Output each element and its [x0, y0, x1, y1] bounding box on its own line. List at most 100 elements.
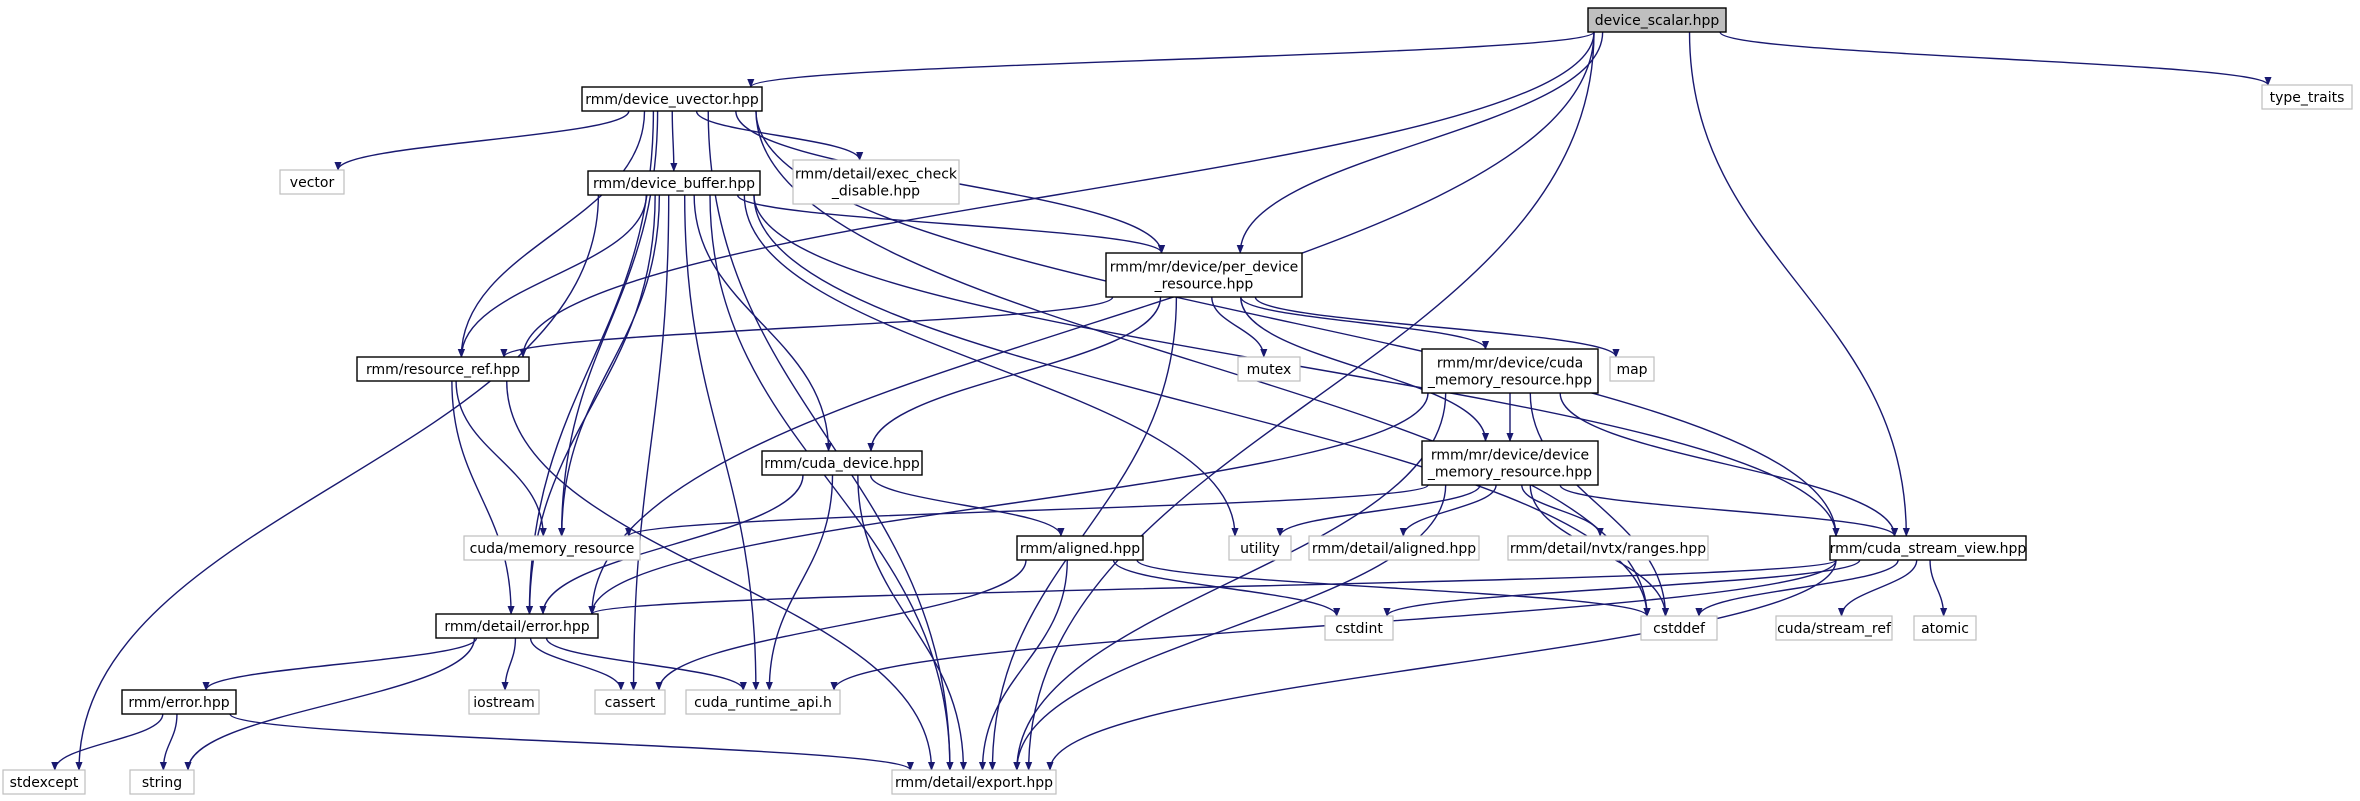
edge-cuda_stream_view-to-cstddef: [1695, 559, 1899, 617]
node-cuda-memory-resource-ext: cuda/memory_resource: [463, 535, 641, 561]
node-box: [685, 689, 841, 715]
edge-device_buffer-to-cuda_device: [693, 194, 833, 452]
node-cuda-runtime-api: cuda_runtime_api.h: [685, 689, 841, 715]
node-detail-export: rmm/detail/export.hpp: [891, 769, 1057, 795]
edge-rmm_error-to-string: [159, 713, 178, 771]
node-label: iostream: [473, 695, 535, 711]
node-label: rmm/detail/error.hpp: [444, 619, 589, 635]
node-cstddef: cstddef: [1640, 615, 1718, 641]
node-device-scalar: device_scalar.hpp: [1587, 7, 1727, 33]
node-label: string: [142, 775, 182, 791]
node-box: [1421, 348, 1599, 394]
edge-cuda_memory_resource-to-detail_error: [588, 392, 1429, 615]
node-label: rmm/mr/device/per_device: [1110, 260, 1299, 276]
node-label: rmm/cuda_device.hpp: [764, 456, 920, 472]
node-device-buffer[interactable]: rmm/device_buffer.hpp: [587, 170, 761, 196]
edge-per_device_resource-to-mutex: [1211, 296, 1268, 358]
node-iostream: iostream: [468, 689, 540, 715]
node-label: rmm/device_buffer.hpp: [593, 176, 755, 192]
node-box: [2, 769, 86, 795]
edge-rmm_error-to-detail_export: [229, 713, 914, 771]
edge-device_buffer-to-per_device_resource: [736, 194, 1166, 254]
node-detail-error[interactable]: rmm/detail/error.hpp: [435, 613, 599, 639]
node-box: [1016, 535, 1144, 561]
node-box: [463, 535, 641, 561]
edge-per_device_resource-to-resource_ref: [500, 296, 1114, 358]
edge-cuda_stream_view-to-detail_error: [588, 559, 1837, 615]
edge-cuda_device-to-detail_export: [857, 474, 968, 771]
node-box: [594, 689, 666, 715]
node-label: rmm/resource_ref.hpp: [366, 362, 520, 378]
node-resource-ref[interactable]: rmm/resource_ref.hpp: [356, 356, 530, 382]
node-label: map: [1616, 362, 1647, 378]
edge-per_device_resource-to-map: [1254, 296, 1620, 358]
node-stdexcept: stdexcept: [2, 769, 86, 795]
node-label: cstdint: [1335, 621, 1383, 637]
node-label: rmm/detail/export.hpp: [895, 775, 1053, 791]
node-atomic: atomic: [1913, 615, 1977, 641]
node-cuda-stream-view[interactable]: rmm/cuda_stream_view.hpp: [1829, 535, 2027, 561]
edge-device_uvector-to-detail_export: [707, 110, 954, 771]
node-box: [1228, 535, 1292, 561]
node-label: _resource.hpp: [1154, 277, 1254, 293]
node-label: cuda_runtime_api.h: [694, 695, 832, 711]
edge-device_scalar-to-device_uvector: [747, 31, 1595, 88]
node-device-uvector[interactable]: rmm/device_uvector.hpp: [581, 86, 763, 112]
edge-device_scalar-to-detail_error: [588, 31, 1595, 615]
node-nvtx-ranges: rmm/detail/nvtx/ranges.hpp: [1507, 535, 1709, 561]
node-box: [468, 689, 540, 715]
node-cuda-memory-resource[interactable]: rmm/mr/device/cuda_memory_resource.hpp: [1421, 348, 1599, 394]
edge-detail_error-to-string: [184, 637, 476, 771]
edge-device_memory_resource-to-nvtx_ranges: [1521, 484, 1604, 537]
node-label: rmm/detail/aligned.hpp: [1312, 541, 1476, 557]
edge-device_memory_resource-to-cuda_stream_view: [1559, 484, 1899, 537]
edge-device_memory_resource-to-detail_aligned: [1399, 484, 1497, 537]
edge-per_device_resource-to-device_memory_resource: [1240, 296, 1490, 442]
edge-device_scalar-to-type_traits: [1719, 31, 2272, 86]
node-aligned[interactable]: rmm/aligned.hpp: [1016, 535, 1144, 561]
node-label: rmm/error.hpp: [128, 695, 229, 711]
edge-aligned-to-cassert: [655, 559, 1027, 691]
node-cassert: cassert: [594, 689, 666, 715]
node-label: device_scalar.hpp: [1595, 13, 1720, 29]
edge-rmm_error-to-stdexcept: [51, 713, 164, 771]
edge-device_memory_resource-to-detail_export: [1013, 484, 1447, 771]
node-label: rmm/detail/exec_check: [795, 167, 958, 183]
node-box: [1507, 535, 1709, 561]
edge-device_scalar-to-resource_ref: [519, 31, 1595, 358]
edge-per_device_resource-to-cuda_memory_resource: [1240, 296, 1490, 350]
node-label: rmm/cuda_stream_view.hpp: [1830, 541, 2027, 557]
edge-cuda_stream_view-to-detail_export: [1046, 559, 1837, 771]
node-box: [1587, 7, 1727, 33]
node-device-memory-resource[interactable]: rmm/mr/device/device_memory_resource.hpp: [1421, 440, 1599, 486]
nodes-layer: device_scalar.hpp rmm/device_uvector.hpp t…: [2, 7, 2353, 795]
edge-cuda_memory_resource-to-cuda_stream_view: [1559, 392, 1899, 537]
edge-resource_ref-to-detail_error: [451, 380, 515, 615]
node-box: [1308, 535, 1480, 561]
node-label: cuda/stream_ref: [1777, 621, 1892, 637]
node-label: _memory_resource.hpp: [1427, 465, 1592, 481]
node-box: [2261, 84, 2353, 110]
node-box: [891, 769, 1057, 795]
node-per-device-resource[interactable]: rmm/mr/device/per_device_resource.hpp: [1105, 252, 1303, 298]
node-type-traits: type_traits: [2261, 84, 2353, 110]
node-vector: vector: [279, 169, 345, 195]
edge-detail_error-to-rmm_error: [202, 637, 478, 691]
node-box: [1324, 615, 1394, 641]
node-box: [1609, 356, 1655, 382]
edge-detail_error-to-iostream: [501, 637, 517, 691]
edge-cuda_stream_view-to-cstdint: [1383, 559, 1861, 617]
edge-device_buffer-to-cuda_memory_resource_ext: [558, 194, 661, 537]
edge-per_device_resource-to-cuda_device: [867, 296, 1162, 452]
node-box: [129, 769, 195, 795]
node-cuda-device[interactable]: rmm/cuda_device.hpp: [761, 450, 923, 476]
edge-cuda_stream_view-to-stream_ref: [1837, 559, 1918, 617]
node-label: rmm/aligned.hpp: [1020, 541, 1140, 557]
node-label: cassert: [605, 695, 656, 711]
node-box: [1105, 252, 1303, 298]
node-label: utility: [1240, 541, 1280, 557]
edge-cuda_stream_view-to-atomic: [1929, 559, 1948, 617]
edge-resource_ref-to-detail_export: [506, 380, 936, 771]
node-label: rmm/mr/device/cuda: [1437, 356, 1583, 372]
node-rmm-error[interactable]: rmm/error.hpp: [121, 689, 237, 715]
